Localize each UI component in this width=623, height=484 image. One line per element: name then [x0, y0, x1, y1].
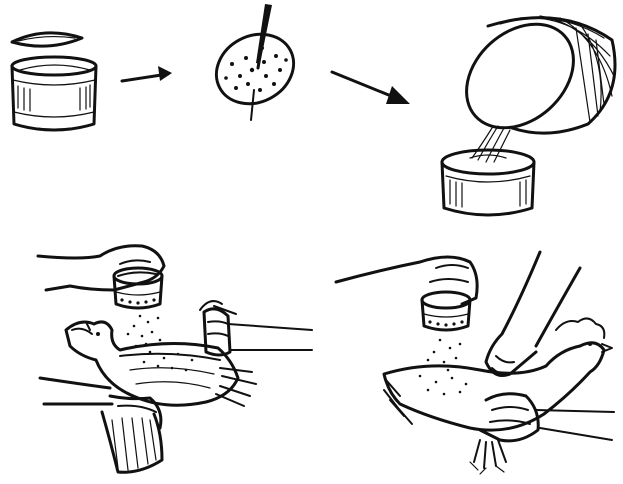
- hand-lower-right: [480, 394, 614, 441]
- tin-can: [12, 57, 96, 130]
- perforated-lid: [204, 21, 306, 117]
- chicken-left: [66, 322, 256, 406]
- shaker-left-holes: [120, 298, 155, 304]
- hand-top-right: [336, 257, 477, 304]
- feather-dots-right: [419, 375, 468, 396]
- can-lid: [12, 33, 82, 46]
- hands-right-holding: [486, 252, 580, 376]
- feet-right: [470, 440, 506, 474]
- arrow-1: [122, 66, 172, 81]
- powder-stream: [472, 126, 510, 162]
- panel-pour-powder: [442, 3, 615, 215]
- powder-dots-left: [127, 315, 162, 348]
- shaker-can: [442, 150, 534, 215]
- wing-fan-left: [102, 412, 162, 472]
- shaker-right-holes: [428, 320, 463, 326]
- arrow-2: [332, 72, 410, 104]
- panel-dust-underside: [336, 252, 614, 474]
- panel-open-can: [12, 33, 96, 130]
- pouring-container: [446, 3, 615, 149]
- lid-holes: [224, 46, 288, 92]
- panel-dust-back: [38, 246, 312, 473]
- panel-punch-holes: [204, 4, 306, 120]
- shaker-right: [422, 292, 470, 330]
